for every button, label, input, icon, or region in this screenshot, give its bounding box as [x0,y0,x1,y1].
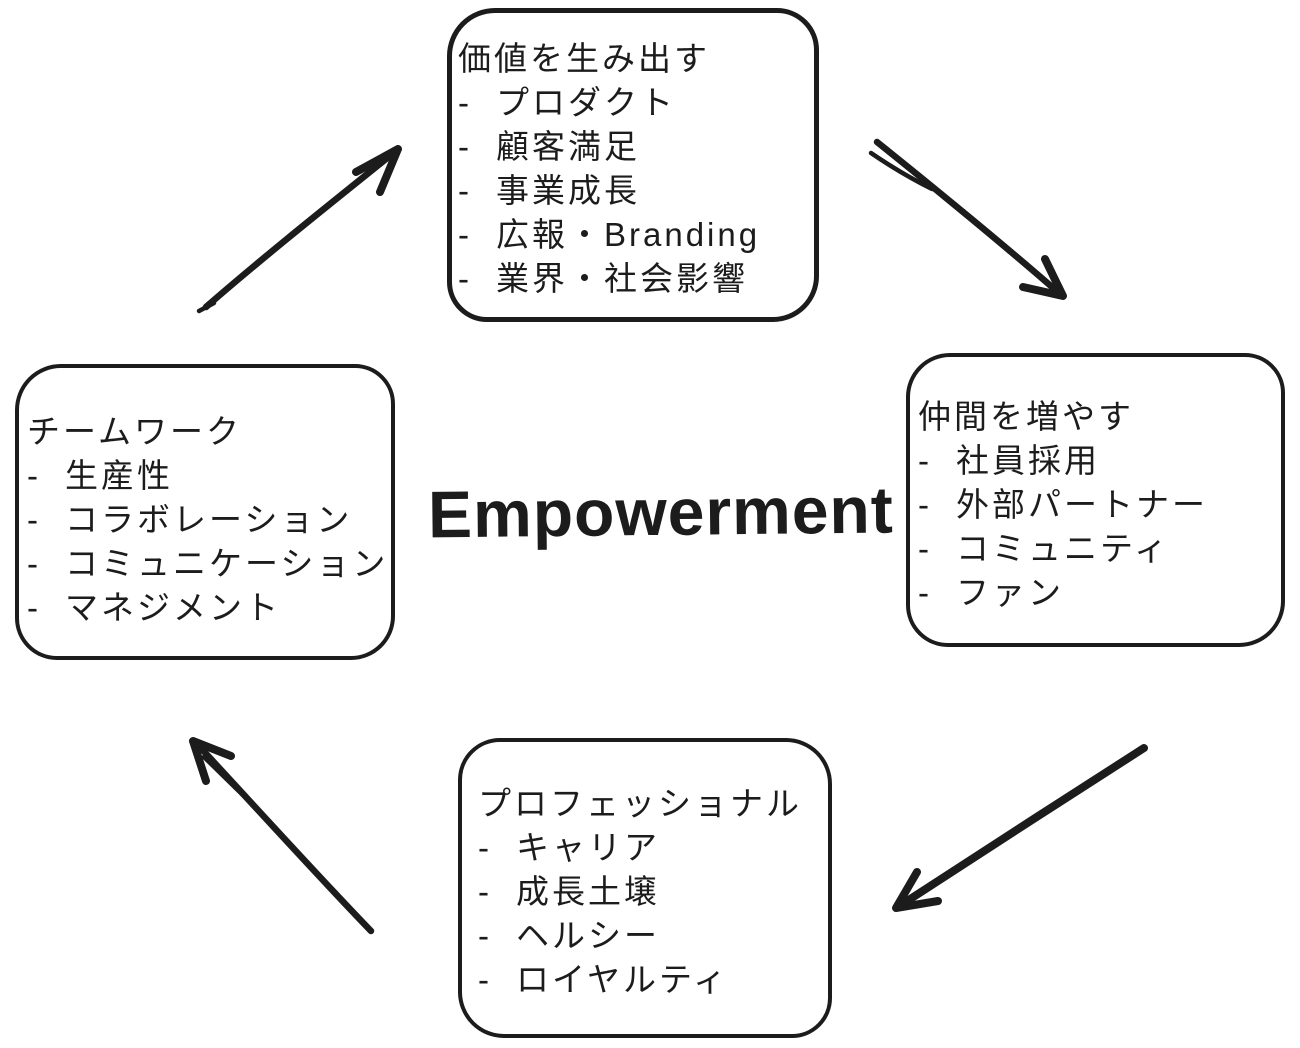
list-item-text: 業界・社会影響 [496,260,748,297]
list-item: -コミュニケーション [27,542,385,586]
list-item-text: 事業成長 [496,172,640,209]
empowerment-title: Empowerment [427,472,895,552]
bullet-dash: - [458,260,472,297]
box-grow-allies-title: 仲間を増やす [918,398,1134,435]
list-item: -生産性 [27,454,385,498]
bullet-dash: - [478,829,492,866]
arrow-professional-to-teamwork [189,737,375,935]
arrow-create-value-to-grow-allies [868,138,1067,300]
bullet-dash: - [458,84,472,121]
list-item-text: 成長土壌 [516,873,660,910]
list-item-text: マネジメント [65,589,281,626]
box-teamwork-items: -生産性-コラボレーション-コミュニケーション-マネジメント [27,454,385,630]
list-item: -事業成長 [458,169,804,213]
list-item-text: ロイヤルティ [516,961,730,998]
bullet-dash: - [478,873,492,910]
box-grow-allies-items: -社員採用-外部パートナー-コミュニティ-ファン [918,439,1273,615]
bullet-dash: - [478,961,492,998]
list-item-text: プロダクト [496,84,676,121]
list-item-text: 社員採用 [956,442,1100,479]
list-item: -ファン [918,571,1273,615]
box-teamwork: チームワーク -生産性-コラボレーション-コミュニケーション-マネジメント [15,364,395,660]
box-teamwork-title: チームワーク [27,413,243,450]
bullet-dash: - [27,545,41,582]
bullet-dash: - [458,128,472,165]
list-item: -キャリア [478,826,820,870]
list-item: -社員採用 [918,439,1273,483]
list-item-text: キャリア [516,829,660,866]
box-grow-allies: 仲間を増やす -社員採用-外部パートナー-コミュニティ-ファン [906,353,1285,647]
list-item-text: 広報・Branding [496,216,761,253]
bullet-dash: - [27,457,41,494]
bullet-dash: - [918,442,932,479]
arrow-teamwork-to-create-value [196,145,402,314]
list-item: -業界・社会影響 [458,257,804,301]
list-item: -成長土壌 [478,870,820,914]
box-professional: プロフェッショナル -キャリア-成長土壌-ヘルシー-ロイヤルティ [458,738,832,1038]
list-item: -顧客満足 [458,125,804,169]
bullet-dash: - [918,574,932,611]
list-item: -ロイヤルティ [478,958,820,1002]
bullet-dash: - [27,589,41,626]
list-item-text: 顧客満足 [496,128,640,165]
box-create-value: 価値を生み出す -プロダクト-顧客満足-事業成長-広報・Branding-業界・… [447,8,819,322]
bullet-dash: - [918,530,932,567]
list-item: -広報・Branding [458,213,804,257]
list-item-text: コラボレーション [65,501,353,538]
list-item: -コミュニティ [918,527,1273,571]
bullet-dash: - [27,501,41,538]
list-item-text: コミュニティ [956,530,1171,567]
box-create-value-items: -プロダクト-顧客満足-事業成長-広報・Branding-業界・社会影響 [458,81,804,301]
list-item-text: ファン [956,574,1064,611]
bullet-dash: - [478,917,492,954]
list-item: -ヘルシー [478,914,820,958]
list-item: -外部パートナー [918,483,1273,527]
bullet-dash: - [458,216,472,253]
list-item: -プロダクト [458,81,804,125]
bullet-dash: - [458,172,472,209]
list-item: -コラボレーション [27,498,385,542]
list-item-text: コミュニケーション [65,545,389,582]
bullet-dash: - [918,486,932,523]
list-item: -マネジメント [27,586,385,630]
list-item-text: ヘルシー [516,917,660,954]
list-item-text: 生産性 [65,457,173,494]
arrow-grow-allies-to-professional [892,744,1148,912]
box-create-value-title: 価値を生み出す [458,40,710,77]
box-professional-items: -キャリア-成長土壌-ヘルシー-ロイヤルティ [478,826,820,1002]
list-item-text: 外部パートナー [956,486,1208,523]
box-professional-title: プロフェッショナル [478,785,802,822]
